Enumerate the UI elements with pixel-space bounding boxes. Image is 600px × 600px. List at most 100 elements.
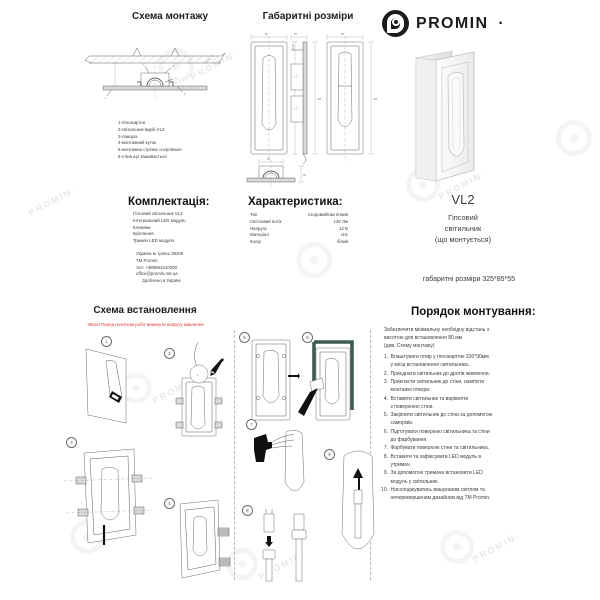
step-line: Приєднати світильник до дротів живлення.: [390, 370, 490, 377]
step-bubble-9: 9: [324, 449, 335, 460]
contact-address: Україна м. Ірпінь 08205: [136, 251, 184, 256]
step-line: утримач.: [390, 461, 411, 468]
spec-value: 120 Лм: [333, 218, 348, 224]
panel-divider: [234, 330, 235, 580]
install-step-number: 6.: [383, 428, 388, 435]
product-desc-line-2: світильник: [444, 224, 482, 234]
watermark-label: PROMIN·: [26, 184, 79, 218]
svg-text:55: 55: [267, 157, 270, 161]
spec-row: Світловий потік 120 Лм: [250, 219, 348, 226]
install-step-9-drawing: [341, 450, 375, 550]
mounting-legend: 1-гіпсокартон 2-світильник виріб VL2 3-с…: [118, 120, 208, 161]
install-step: 10. Насолоджуватись вишуканим світлом та…: [380, 486, 555, 502]
contact-phone[interactable]: тел: +380961010300: [136, 264, 178, 270]
kit-item: Тримач LED модуля: [133, 238, 174, 244]
install-step-text: Вставити світильник та вирівняти з повер…: [391, 395, 469, 411]
step-line: Фарбувати поверхню стіни та світильника.: [390, 445, 490, 452]
spec-key: Матеріал: [250, 232, 269, 238]
step-line: саморізів.: [390, 420, 414, 427]
contact-brand: TM Promin: [136, 257, 158, 263]
watermark-ring: [296, 242, 332, 278]
install-intro-line: Забезпечити мінімальну необхідну відстан…: [384, 327, 490, 333]
spec-table: Тип сходовий/настінний Світловий потік 1…: [250, 212, 348, 246]
install-step-number: 1.: [383, 354, 388, 360]
spec-value: 12 В: [338, 225, 348, 231]
mounting-scheme-drawing: 2 3 4 1 5 6: [84, 47, 226, 100]
step-bubble-7: 7: [246, 419, 257, 430]
install-step-number: 3.: [383, 379, 388, 386]
spec-value: гіпс: [340, 232, 348, 238]
svg-text:5: 5: [184, 92, 186, 96]
spec-value: білий: [337, 239, 348, 245]
install-step-text: Приєднати світильник до дротів живлення.: [391, 370, 490, 378]
step-bubble-4: 4: [164, 498, 175, 509]
step-line: з поверхнею стіни.: [390, 403, 434, 410]
install-step-number: 4.: [383, 395, 388, 402]
watermark-label: PROMIN·: [470, 530, 523, 564]
step-line: Підготувати поверхню світильника та стін…: [390, 428, 490, 435]
legend-item: 2-світильник виріб VL2: [118, 126, 165, 132]
install-scheme-title: Схема встановлення: [93, 305, 197, 316]
spec-row: Напруга 12 В: [250, 226, 348, 233]
kit-item: Клемник: [133, 224, 151, 230]
legend-item: 5-монтажна стрічка «серпянка»: [118, 147, 183, 153]
install-intro-line: (див. Схему монтажу): [384, 343, 435, 350]
svg-text:35: 35: [303, 173, 306, 177]
legend-item: 1-гіпсокартон: [118, 120, 146, 125]
step-line: Закріпити світильник до стіни за допомог…: [390, 412, 493, 419]
step-line: За допомогою тримача встановити LED: [390, 470, 483, 477]
spec-value: сходовий/настінний: [308, 212, 348, 217]
install-step-text: Прикласти світильник до стіни, намітити …: [391, 378, 485, 394]
product-desc-line-3: (що монтується): [434, 235, 492, 245]
step-line: Вставити та зафіксувати LED модуль в: [390, 453, 482, 460]
legend-item: 4-монтажний куток: [118, 140, 157, 146]
install-step-3-drawing: [63, 448, 153, 545]
step-line: Прикласти світильник до стіни, намітити: [390, 379, 485, 386]
step-bubble-1: 1: [101, 336, 112, 347]
legend-item: 3-саморіз: [118, 133, 138, 139]
contact-block: Україна м. Ірпінь 08205 TM Promin тел: +…: [136, 251, 231, 285]
install-step-number: 2.: [383, 370, 388, 377]
install-step: 2. Приєднати світильник до дротів живлен…: [380, 370, 555, 378]
mounting-scheme-title: Схема монтажу: [131, 11, 209, 22]
contact-email[interactable]: office@promin.net.ua: [136, 271, 178, 277]
spec-key: Світловий потік: [250, 218, 282, 224]
product-dimensions-label: габаритні розміри 325*85*55: [422, 276, 516, 283]
install-step-7-drawing: [254, 430, 305, 492]
spec-row: Матеріал гіпс: [250, 232, 348, 239]
spec-key: Тип: [250, 212, 258, 217]
step-line: Вставити світильник та вирівняти: [390, 395, 469, 402]
svg-text:85: 85: [341, 32, 344, 36]
install-step-number: 9.: [383, 470, 388, 477]
svg-text:3: 3: [173, 64, 175, 68]
install-step-6-drawing: [298, 340, 354, 421]
step-line: монтажні отвори.: [390, 387, 431, 394]
install-step-text: Підготувати поверхню світильника та стін…: [391, 428, 490, 444]
watermark-ring: [556, 120, 592, 156]
install-intro: Забезпечити мінімальну необхідну відстан…: [384, 326, 544, 350]
svg-text:6: 6: [212, 54, 214, 58]
brand-trailing-dot: ·: [498, 14, 504, 32]
svg-text:2: 2: [197, 373, 199, 377]
install-step-number: 8.: [383, 453, 388, 460]
install-step-4-drawing: [179, 499, 231, 579]
install-step: 5. Закріпити світильник до стіни за допо…: [380, 411, 555, 427]
install-step-8-drawing: [262, 509, 307, 582]
install-step-text: Насолоджуватись вишуканим світлом та неп…: [391, 486, 491, 502]
spec-row: Тип сходовий/настінний: [250, 212, 348, 219]
kit-title: Комплектація:: [128, 196, 210, 208]
step-line: у місці встановлення світильника.: [390, 362, 470, 369]
install-step-text: Влаштувати отвір у гіпсокартоні 330*90мм…: [391, 353, 489, 369]
step-line: модуль у світильник.: [390, 478, 439, 485]
install-steps-list: 1. Влаштувати отвір у гіпсокартоні 330*9…: [380, 353, 555, 503]
step-line: Насолоджуватись вишуканим світлом та: [390, 487, 485, 494]
install-step-5-drawing: [251, 339, 300, 421]
dimensions-title: Габаритні розміри: [262, 11, 354, 22]
made-in-label: Зроблено в Україні: [142, 278, 181, 284]
kit-item: Інтегральний LED модуль: [133, 217, 186, 223]
install-step-text: За допомогою тримача встановити LED моду…: [391, 469, 483, 485]
install-step: 8. Вставити та зафіксувати LED модуль в …: [380, 453, 555, 469]
step-bubble-6: 6: [302, 332, 313, 343]
promin-circle-p-logo-icon: [382, 10, 409, 37]
svg-text:55: 55: [294, 32, 297, 36]
